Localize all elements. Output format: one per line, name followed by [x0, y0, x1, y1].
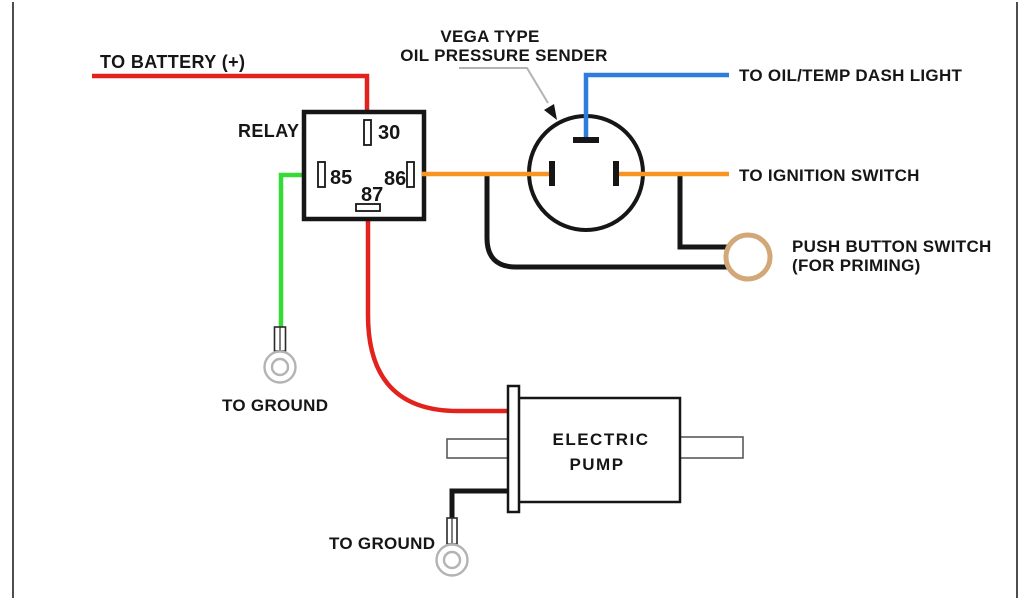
priming-wire-lower	[484, 176, 730, 270]
push-button-label-line1: PUSH BUTTON SWITCH	[792, 237, 992, 256]
pump-ground-ring-hole	[442, 550, 462, 570]
pump-label-line2: PUMP	[569, 455, 624, 474]
pump-ground-wire	[449, 488, 510, 520]
relay-terminal-85-label: 85	[330, 167, 352, 189]
dash-light-label: TO OIL/TEMP DASH LIGHT	[739, 66, 963, 85]
pump-end-cap	[506, 384, 521, 514]
relay-terminal-86-label: 86	[384, 168, 406, 190]
sender-label-line2: OIL PRESSURE SENDER	[400, 46, 608, 65]
ignition-label: TO IGNITION SWITCH	[739, 166, 920, 185]
relay-terminal-30-label: 30	[378, 122, 400, 144]
pump-ground-label: TO GROUND	[329, 534, 435, 553]
pump-feed-wire	[365, 219, 510, 414]
sender-leader-line	[459, 67, 549, 104]
priming-wire-upper	[677, 176, 730, 250]
pump-outlet-pipe	[679, 436, 744, 459]
pump-label-line1: ELECTRIC	[553, 430, 650, 449]
relay-terminal-86-slot	[406, 161, 415, 188]
relay-terminal-85-slot	[317, 161, 326, 188]
sender-label-line1: VEGA TYPE	[440, 27, 539, 46]
relay-ground-label: TO GROUND	[222, 396, 328, 415]
pump-body	[516, 396, 682, 504]
relay-ground-ring-hole	[270, 357, 290, 377]
relay-ground-wire	[278, 172, 306, 328]
sender-top-terminal	[573, 137, 599, 143]
sender-right-terminal	[613, 161, 619, 186]
sender-left-terminal	[549, 161, 555, 186]
relay-terminal-30-slot	[363, 119, 372, 146]
relay-label: RELAY	[238, 121, 299, 141]
battery-label: TO BATTERY (+)	[100, 52, 245, 72]
sender-leader-arrowhead	[544, 104, 557, 120]
pump-inlet-pipe	[446, 438, 509, 459]
relay-terminal-87-label: 87	[361, 184, 383, 206]
push-button-label-line2: (FOR PRIMING)	[792, 256, 921, 275]
dash-light-wire	[583, 72, 729, 140]
relay-terminal-87-slot	[355, 203, 381, 212]
push-button-switch	[723, 232, 773, 282]
battery-wire	[92, 73, 370, 112]
